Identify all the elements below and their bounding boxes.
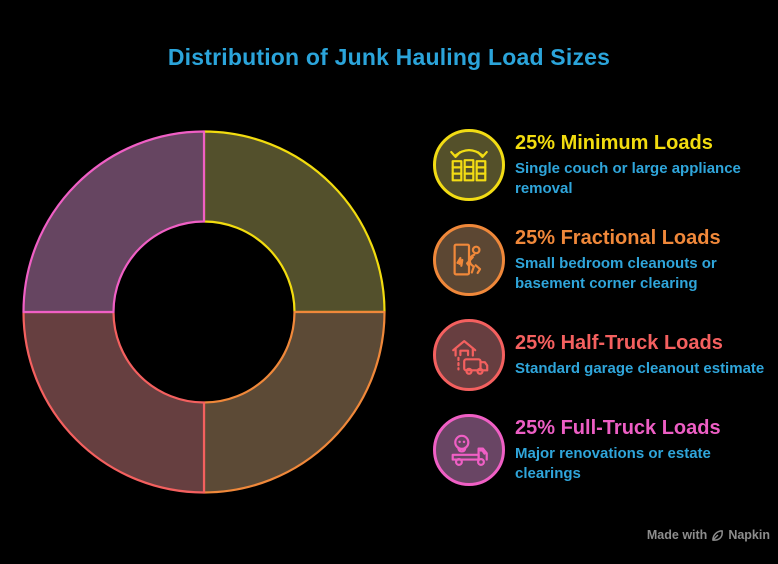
legend-item-minimum-loads: 25% Minimum Loads Single couch or large … bbox=[433, 129, 767, 201]
watermark-brand: Napkin bbox=[728, 528, 770, 542]
donut-segment-half-truck-loads bbox=[22, 310, 206, 494]
half-truck-loads-icon-circle bbox=[433, 319, 505, 391]
donut-chart bbox=[22, 130, 386, 494]
legend-item-description: Single couch or large appliance removal bbox=[515, 159, 741, 197]
legend-item-description: Standard garage cleanout estimate bbox=[515, 359, 765, 377]
page-title: Distribution of Junk Hauling Load Sizes bbox=[167, 44, 611, 70]
donut-segment-full-truck-loads bbox=[22, 130, 206, 314]
legend-item-title: 25% Half-Truck Loads bbox=[515, 331, 723, 354]
garage-truck-icon bbox=[452, 340, 489, 375]
legend-item-full-truck-loads: 25% Full-Truck Loads Major renovations o… bbox=[433, 414, 767, 486]
donut-segment-fractional-loads bbox=[202, 310, 386, 494]
legend-item-half-truck-loads: 25% Half-Truck Loads Standard garage cle… bbox=[433, 319, 767, 391]
legend-item-title: 25% Full-Truck Loads bbox=[515, 416, 721, 439]
legend-item-description: Major renovations or estate clearings bbox=[515, 444, 711, 482]
legend-item-title: 25% Fractional Loads bbox=[515, 226, 721, 249]
legend-item-fractional-loads: 25% Fractional Loads Small bedroom clean… bbox=[433, 224, 767, 296]
minimum-loads-icon-circle bbox=[433, 129, 505, 201]
legend-item-title: 25% Minimum Loads bbox=[515, 131, 713, 154]
appliance-compare-icon bbox=[450, 149, 488, 182]
donut-segment-minimum-loads bbox=[202, 130, 386, 314]
legend-item-description: Small bedroom cleanouts or basement corn… bbox=[515, 254, 717, 292]
full-truck-loads-icon-circle bbox=[433, 414, 505, 486]
junk-truck-icon bbox=[451, 434, 488, 466]
watermark-prefix: Made with bbox=[646, 528, 708, 542]
watermark: Made with Napkin bbox=[647, 528, 770, 542]
room-cleanout-icon bbox=[453, 243, 482, 276]
fractional-loads-icon-circle bbox=[433, 224, 505, 296]
napkin-logo-icon bbox=[712, 529, 724, 541]
